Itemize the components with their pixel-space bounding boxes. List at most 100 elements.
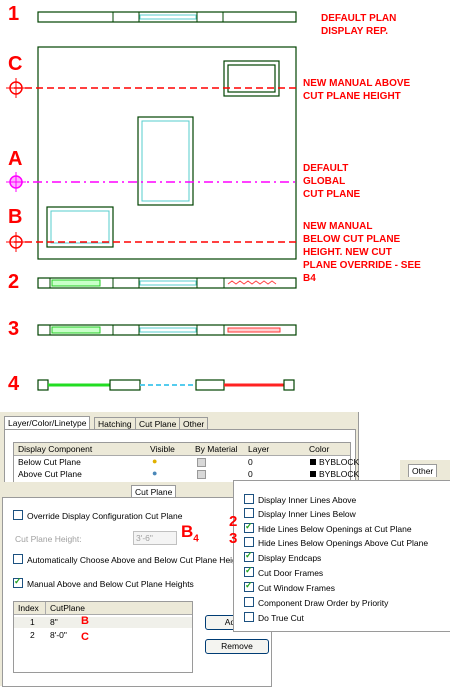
b4-marker: B4 bbox=[181, 522, 199, 545]
cut-plane-c-note: NEW MANUAL ABOVE CUT PLANE HEIGHT bbox=[303, 78, 411, 102]
option-checkbox[interactable] bbox=[244, 565, 254, 577]
col-layer: Layer bbox=[248, 444, 270, 454]
layer-dialog: Layer/Color/Linetype Hatching Cut Plane … bbox=[0, 412, 359, 488]
row-index: 2 bbox=[30, 630, 35, 640]
option-component-draw-order[interactable]: Component Draw Order by Priority bbox=[244, 597, 388, 608]
tab-other-bg[interactable]: Other bbox=[408, 464, 438, 477]
color-value: BYBLOCK bbox=[319, 457, 360, 467]
label-b: B bbox=[8, 206, 23, 228]
tab-layer-color-linetype[interactable]: Layer/Color/Linetype bbox=[4, 416, 91, 429]
manual-label: Manual Above and Below Cut Plane Heights bbox=[27, 579, 194, 589]
option-checkbox[interactable] bbox=[244, 508, 254, 518]
auto-choose-option[interactable]: Automatically Choose Above and Below Cut… bbox=[13, 554, 242, 565]
row-marker-b: B bbox=[81, 615, 89, 627]
override-option[interactable]: Override Display Configuration Cut Plane bbox=[13, 510, 182, 521]
row-cutplane-value: 8'-0" bbox=[50, 630, 67, 640]
table-row[interactable]: Below Cut Plane ● 0 BYBLOCK bbox=[14, 456, 359, 468]
option-checkbox[interactable] bbox=[244, 521, 254, 533]
layer-value: 0 bbox=[248, 457, 253, 467]
option-cut-door-frames[interactable]: Cut Door Frames bbox=[244, 565, 324, 578]
option-display-inner-lines-above[interactable]: Display Inner Lines Above bbox=[244, 494, 356, 505]
option-checkbox[interactable] bbox=[244, 597, 254, 607]
wall-row-2 bbox=[37, 277, 297, 289]
row-index: 1 bbox=[30, 617, 35, 627]
marker-2: 2 bbox=[229, 513, 238, 530]
wall-row-4 bbox=[37, 379, 295, 391]
default-plan-note: DEFAULT PLAN DISPLAY REP. bbox=[321, 13, 397, 37]
cut-plane-panel: Override Display Configuration Cut Plane… bbox=[2, 497, 272, 687]
cut-plane-height-input[interactable]: 3'-6" bbox=[133, 531, 177, 545]
wall-row-1 bbox=[37, 11, 297, 23]
option-checkbox[interactable] bbox=[244, 612, 254, 622]
option-cut-window-frames[interactable]: Cut Window Frames bbox=[244, 580, 335, 593]
wall-row-3 bbox=[37, 324, 297, 336]
label-2: 2 bbox=[8, 271, 20, 293]
option-do-true-cut[interactable]: Do True Cut bbox=[244, 612, 304, 623]
option-label: Cut Window Frames bbox=[258, 583, 335, 593]
remove-button[interactable]: Remove bbox=[205, 639, 269, 654]
manual-checkbox[interactable] bbox=[13, 576, 23, 588]
col-by-material: By Material bbox=[195, 444, 238, 454]
table-row[interactable]: 2 8'-0" C bbox=[14, 630, 192, 643]
by-material-checkbox[interactable] bbox=[197, 458, 206, 467]
cut-plane-table-header: Index CutPlane bbox=[14, 602, 192, 615]
label-4: 4 bbox=[8, 373, 20, 395]
manual-option[interactable]: Manual Above and Below Cut Plane Heights bbox=[13, 576, 194, 589]
row-marker-c: C bbox=[81, 631, 89, 643]
option-checkbox[interactable] bbox=[244, 537, 254, 547]
override-label: Override Display Configuration Cut Plane bbox=[27, 511, 183, 521]
option-label: Do True Cut bbox=[258, 613, 304, 623]
color-value: BYBLOCK bbox=[319, 469, 360, 479]
by-material-checkbox[interactable] bbox=[197, 470, 206, 479]
auto-choose-checkbox[interactable] bbox=[13, 554, 23, 564]
crosshair-c-icon bbox=[6, 78, 26, 98]
option-checkbox[interactable] bbox=[244, 494, 254, 504]
lightbulb-icon[interactable]: ● bbox=[152, 468, 158, 478]
option-label: Display Inner Lines Above bbox=[258, 495, 357, 505]
table-row[interactable]: Above Cut Plane ● 0 BYBLOCK bbox=[14, 468, 359, 480]
option-label: Hide Lines Below Openings at Cut Plane bbox=[258, 524, 412, 534]
option-display-endcaps[interactable]: Display Endcaps bbox=[244, 550, 322, 563]
label-c: C bbox=[8, 53, 23, 75]
color-swatch[interactable] bbox=[310, 471, 316, 477]
color-swatch[interactable] bbox=[310, 459, 316, 465]
crosshair-b-icon bbox=[6, 232, 26, 252]
option-hide-lines-below-openings-at-cut-plane[interactable]: Hide Lines Below Openings at Cut Plane bbox=[244, 521, 412, 534]
row-cutplane-value: 8" bbox=[50, 617, 58, 627]
table-row[interactable]: 1 8" B bbox=[14, 615, 192, 628]
cut-plane-dialog: Cut Plane Override Display Configuration… bbox=[0, 482, 272, 687]
auto-choose-label: Automatically Choose Above and Below Cut… bbox=[27, 555, 242, 565]
option-label: Display Endcaps bbox=[258, 553, 322, 563]
label-a: A bbox=[8, 148, 23, 170]
option-label: Cut Door Frames bbox=[258, 568, 324, 578]
cut-plane-b-note: NEW MANUAL BELOW CUT PLANE HEIGHT. NEW C… bbox=[303, 221, 421, 284]
override-checkbox[interactable] bbox=[13, 510, 23, 520]
other-dialog: Display Inner Lines Above Display Inner … bbox=[233, 480, 450, 632]
col-display-component: Display Component bbox=[18, 444, 93, 454]
wall-elevation bbox=[37, 46, 297, 260]
option-label: Display Inner Lines Below bbox=[258, 509, 356, 519]
col-index: Index bbox=[18, 603, 39, 613]
option-checkbox[interactable] bbox=[244, 550, 254, 562]
cut-plane-height-label: Cut Plane Height: bbox=[15, 534, 82, 544]
layer-table: Display Component Visible By Material La… bbox=[13, 442, 359, 488]
plan-illustration bbox=[6, 11, 298, 391]
layer-table-header: Display Component Visible By Material La… bbox=[14, 443, 350, 456]
layer-value: 0 bbox=[248, 469, 253, 479]
header-divider bbox=[45, 602, 46, 614]
option-label: Hide Lines Below Openings Above Cut Plan… bbox=[258, 538, 429, 548]
marker-3: 3 bbox=[229, 530, 238, 547]
other-tab-strip: Other bbox=[400, 460, 450, 480]
option-hide-lines-below-openings-above-cut-plane[interactable]: Hide Lines Below Openings Above Cut Plan… bbox=[244, 537, 428, 548]
layer-panel: Display Component Visible By Material La… bbox=[4, 429, 359, 488]
tab-other[interactable]: Other bbox=[179, 417, 209, 430]
option-checkbox[interactable] bbox=[244, 580, 254, 592]
label-1: 1 bbox=[8, 3, 20, 25]
component-name: Above Cut Plane bbox=[18, 469, 82, 479]
label-3: 3 bbox=[8, 318, 20, 340]
cut-plane-table: Index CutPlane 1 8" B 2 8'-0" C bbox=[13, 601, 193, 673]
lightbulb-icon[interactable]: ● bbox=[152, 456, 158, 466]
tab-cut-plane-active[interactable]: Cut Plane bbox=[131, 485, 177, 498]
option-display-inner-lines-below[interactable]: Display Inner Lines Below bbox=[244, 508, 356, 519]
component-name: Below Cut Plane bbox=[18, 457, 81, 467]
